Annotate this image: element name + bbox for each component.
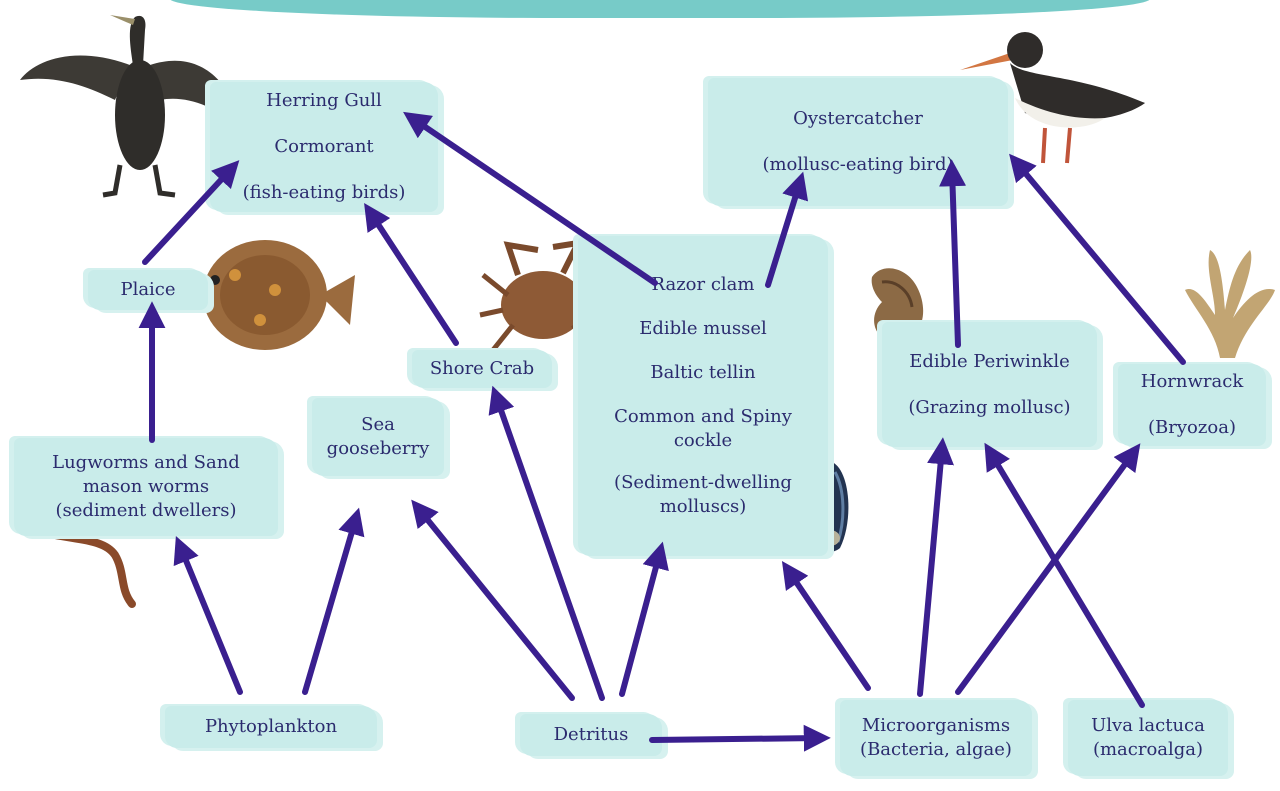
label-oystercatcher: Oystercatcher — [793, 107, 923, 131]
node-sea-gooseberry: Sea gooseberry — [312, 398, 444, 476]
title-banner — [170, 0, 1150, 18]
label-bacteria-algae: (Bacteria, algae) — [860, 738, 1012, 762]
label-shore-crab: Shore Crab — [430, 357, 534, 381]
label-plaice: Plaice — [120, 278, 175, 302]
label-grazing-mollusc: (Grazing mollusc) — [908, 396, 1070, 420]
label-herring-gull: Herring Gull — [266, 89, 382, 113]
label-fish-eating-birds: (fish-eating birds) — [243, 181, 406, 205]
label-cormorant: Cormorant — [274, 135, 373, 159]
arrow-micro-to-hornwrack — [958, 452, 1134, 692]
label-phytoplankton: Phytoplankton — [205, 715, 337, 739]
arrow-phyto-to-worms — [180, 546, 240, 692]
label-molluscs: molluscs) — [660, 495, 747, 519]
node-ulva-lactuca: Ulva lactuca (macroalga) — [1068, 700, 1228, 776]
label-hornwrack: Hornwrack — [1141, 370, 1243, 394]
arrow-micro-to-molluscs — [788, 570, 868, 688]
arrow-crab-to-birds — [370, 212, 456, 343]
node-worms: Lugworms and Sand mason worms (sediment … — [14, 438, 278, 536]
node-fish-eating-birds: Herring Gull Cormorant (fish-eating bird… — [210, 82, 438, 212]
label-edible-mussel: Edible mussel — [639, 317, 767, 341]
node-oystercatcher: Oystercatcher (mollusc-eating bird) — [708, 78, 1008, 206]
label-edible-periwinkle: Edible Periwinkle — [909, 350, 1069, 374]
arrow-detritus-to-molluscs — [622, 552, 660, 694]
label-detritus: Detritus — [554, 723, 629, 747]
label-lugworms: Lugworms and Sand — [52, 451, 240, 475]
node-microorganisms: Microorganisms (Bacteria, algae) — [840, 700, 1032, 776]
node-phytoplankton: Phytoplankton — [165, 706, 377, 748]
label-bryozoa: (Bryozoa) — [1148, 416, 1236, 440]
label-razor-clam: Razor clam — [652, 273, 755, 297]
label-mason-worms: mason worms — [83, 475, 209, 499]
node-edible-periwinkle: Edible Periwinkle (Grazing mollusc) — [882, 322, 1097, 447]
label-cockle: cockle — [674, 429, 732, 453]
label-gooseberry: gooseberry — [327, 437, 430, 461]
worm-illustration — [50, 530, 150, 610]
label-sea: Sea — [361, 413, 395, 437]
label-microorganisms: Microorganisms — [862, 714, 1010, 738]
arrow-ulva-to-periwinkle — [990, 452, 1142, 705]
label-sediment-dwelling: (Sediment-dwelling — [614, 471, 792, 495]
node-sediment-molluscs: Razor clam Edible mussel Baltic tellin C… — [578, 236, 828, 556]
arrow-detritus-to-gooseberry — [418, 508, 572, 698]
arrow-micro-to-periwinkle — [920, 448, 942, 694]
label-common-spiny: Common and Spiny — [614, 405, 792, 429]
label-mollusc-eating-bird: (mollusc-eating bird) — [762, 153, 953, 177]
node-detritus: Detritus — [520, 714, 662, 756]
arrow-detritus-to-microorganisms — [652, 738, 820, 740]
arrow-phyto-to-gooseberry — [305, 518, 356, 692]
label-ulva-lactuca: Ulva lactuca — [1091, 714, 1205, 738]
bryozoa-illustration — [1175, 240, 1280, 360]
label-sediment-dwellers: (sediment dwellers) — [55, 499, 236, 523]
plaice-illustration — [190, 235, 360, 365]
node-shore-crab: Shore Crab — [412, 350, 552, 388]
node-plaice: Plaice — [88, 270, 208, 310]
label-macroalga: (macroalga) — [1093, 738, 1203, 762]
label-baltic-tellin: Baltic tellin — [650, 361, 755, 385]
node-hornwrack: Hornwrack (Bryozoa) — [1118, 364, 1266, 446]
